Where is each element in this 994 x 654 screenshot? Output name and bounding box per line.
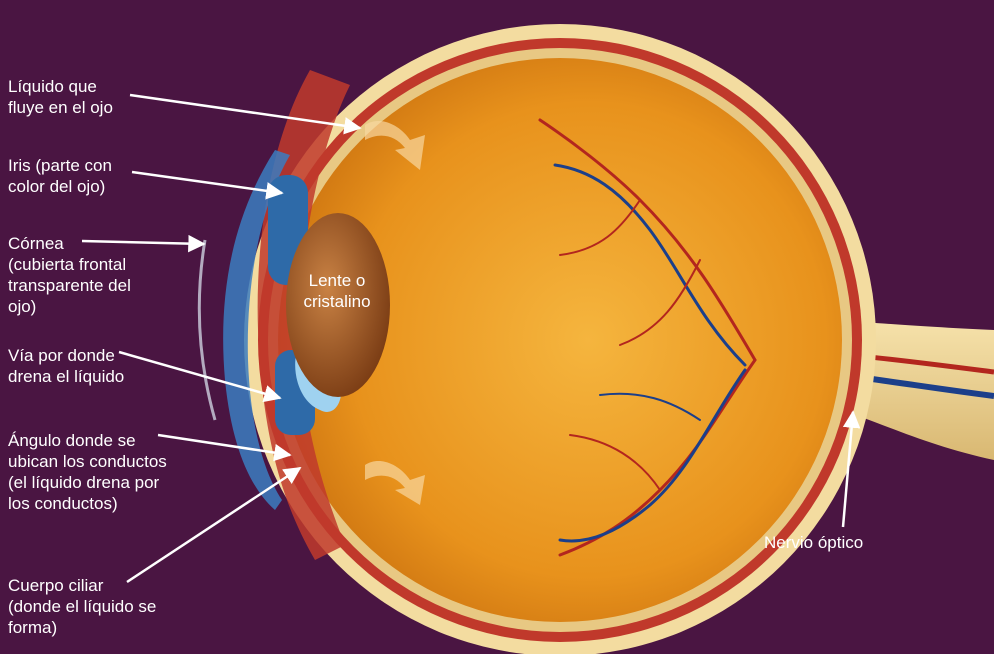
label-drain: Vía por donde drena el líquido: [8, 345, 148, 387]
label-optic-nerve: Nervio óptico: [764, 532, 904, 553]
label-fluid: Líquido que fluye en el ojo: [8, 76, 148, 118]
label-iris: Iris (parte con color del ojo): [8, 155, 148, 197]
label-cornea: Córnea (cubierta frontal transparente de…: [8, 233, 158, 317]
label-ciliary: Cuerpo ciliar (donde el líquido se forma…: [8, 575, 178, 638]
label-lens: Lente o cristalino: [282, 270, 392, 312]
label-angle: Ángulo donde se ubican los conductos (el…: [8, 430, 188, 514]
